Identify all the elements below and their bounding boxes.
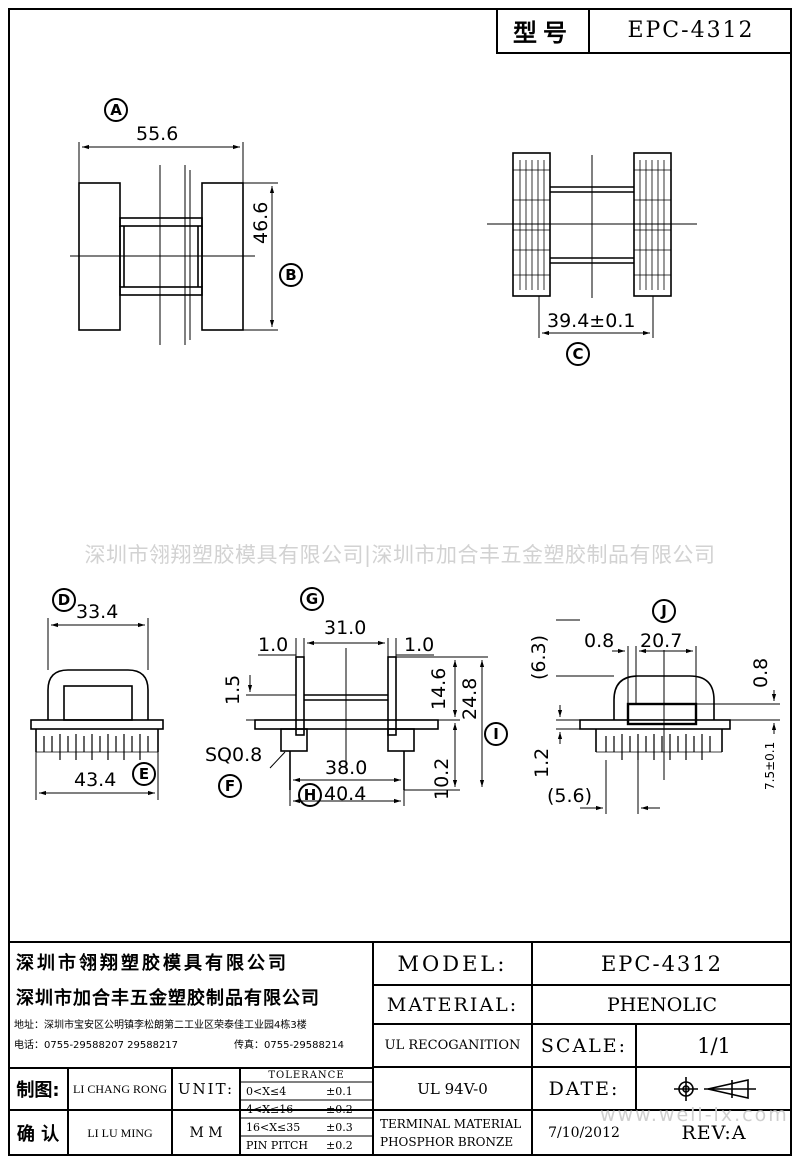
callout-c: C bbox=[566, 342, 590, 366]
material-label: MATERIAL: bbox=[386, 993, 519, 1016]
revision: REV:A bbox=[681, 1122, 747, 1144]
drawn-label: 制图: bbox=[16, 1080, 60, 1101]
tolerance-value-2: ±0.2 bbox=[326, 1103, 353, 1116]
header-model-value: EPC-4312 bbox=[588, 8, 792, 54]
date-label: DATE: bbox=[548, 1077, 620, 1100]
callout-g: G bbox=[300, 587, 324, 611]
confirm-label: 确 认 bbox=[16, 1124, 60, 1145]
dim-10-2: 10.2 bbox=[431, 757, 453, 800]
dim-1-2: 1.2 bbox=[531, 747, 553, 778]
terminal-material-value: PHOSPHOR BRONZE bbox=[380, 1135, 514, 1149]
view-c-outline bbox=[487, 152, 697, 298]
dim-6-3: (6.3) bbox=[528, 634, 550, 680]
tolerance-title: TOLERANCE bbox=[268, 1069, 345, 1081]
callout-f: F bbox=[218, 774, 242, 798]
drawn-name: LI CHANG RONG bbox=[73, 1081, 167, 1096]
tolerance-range-1: 0<X≤4 bbox=[246, 1085, 287, 1098]
dim-40-4: 40.4 bbox=[324, 783, 367, 805]
tolerance-value-3: ±0.3 bbox=[326, 1121, 353, 1134]
dim-38: 38.0 bbox=[325, 757, 368, 779]
dim-width: 55.6 bbox=[136, 123, 179, 145]
view-a-outline bbox=[70, 165, 255, 345]
callout-d: D bbox=[52, 588, 76, 612]
dim-height: 46.6 bbox=[250, 201, 272, 244]
tolerance-range-2: 4<X≤16 bbox=[246, 1103, 294, 1116]
confirm-name: LI LU MING bbox=[87, 1125, 153, 1140]
dim-right-flange: 1.0 bbox=[404, 634, 435, 656]
dim-top-width: 33.4 bbox=[76, 601, 119, 623]
drawing-frame bbox=[8, 8, 792, 1156]
title-block-grid bbox=[8, 941, 792, 1156]
callout-j: J bbox=[652, 599, 676, 623]
date-value: 7/10/2012 bbox=[548, 1125, 620, 1141]
callout-a: A bbox=[104, 98, 128, 122]
tolerance-value-1: ±0.1 bbox=[326, 1085, 353, 1098]
company-name-2: 深圳市加合丰五金塑胶制品有限公司 bbox=[16, 988, 320, 1009]
company-name-1: 深圳市翎翔塑胶模具有限公司 bbox=[16, 953, 289, 974]
dim-left-flange: 1.0 bbox=[258, 634, 289, 656]
dim-5-6: (5.6) bbox=[547, 785, 593, 807]
callout-e: E bbox=[132, 762, 156, 786]
ul-label: UL RECOGANITION bbox=[384, 1038, 521, 1053]
dim-bottom-width: 43.4 bbox=[74, 769, 117, 791]
dim-1-5: 1.5 bbox=[222, 674, 244, 705]
callout-h: H bbox=[298, 783, 322, 807]
unit-value: M M bbox=[189, 1125, 223, 1141]
view-g-outline bbox=[254, 648, 439, 790]
dim-pin-span: 39.4±0.1 bbox=[547, 310, 636, 332]
watermark: 深圳市翎翔塑胶模具有限公司|深圳市加合丰五金塑胶制品有限公司 bbox=[84, 543, 716, 567]
company-phone: 电话：0755-29588207 29588217 bbox=[14, 1040, 179, 1051]
dim-24-8: 24.8 bbox=[459, 677, 481, 720]
dim-sq: SQ0.8 bbox=[205, 744, 263, 766]
view-d-outline bbox=[30, 669, 164, 753]
scale-label: SCALE: bbox=[540, 1034, 628, 1057]
ul-value: UL 94V-0 bbox=[417, 1079, 488, 1098]
dim-inner-width: 31.0 bbox=[324, 617, 367, 639]
scale-value: 1/1 bbox=[697, 1033, 731, 1058]
tolerance-range-4: PIN PITCH bbox=[246, 1139, 308, 1152]
dim-14-6: 14.6 bbox=[428, 667, 450, 710]
dim-0-8-b: 0.8 bbox=[750, 657, 772, 688]
material-value: PHENOLIC bbox=[606, 993, 718, 1016]
dim-20-7: 20.7 bbox=[640, 630, 683, 652]
terminal-material-label: TERMINAL MATERIAL bbox=[380, 1117, 522, 1131]
callout-i: I bbox=[484, 722, 508, 746]
dim-7-5: 7.5±0.1 bbox=[763, 741, 777, 790]
company-address: 地址：深圳市宝安区公明镇李松朗第二工业区荣泰佳工业园4栋3楼 bbox=[14, 1020, 307, 1031]
callout-b: B bbox=[279, 263, 303, 287]
model-label: MODEL: bbox=[397, 951, 508, 976]
header-model-label: 型号 bbox=[496, 8, 588, 54]
dim-0-8-a: 0.8 bbox=[584, 630, 615, 652]
model-value: EPC-4312 bbox=[600, 951, 724, 976]
view-j-outline bbox=[579, 650, 731, 780]
unit-label: UNIT: bbox=[177, 1080, 235, 1098]
footer-watermark: www.well-lx.com bbox=[600, 1104, 789, 1126]
projection-symbol bbox=[674, 1077, 756, 1101]
company-fax: 传真：0755-29588214 bbox=[234, 1040, 344, 1051]
tolerance-range-3: 16<X≤35 bbox=[246, 1121, 301, 1134]
tolerance-value-4: ±0.2 bbox=[326, 1139, 353, 1152]
